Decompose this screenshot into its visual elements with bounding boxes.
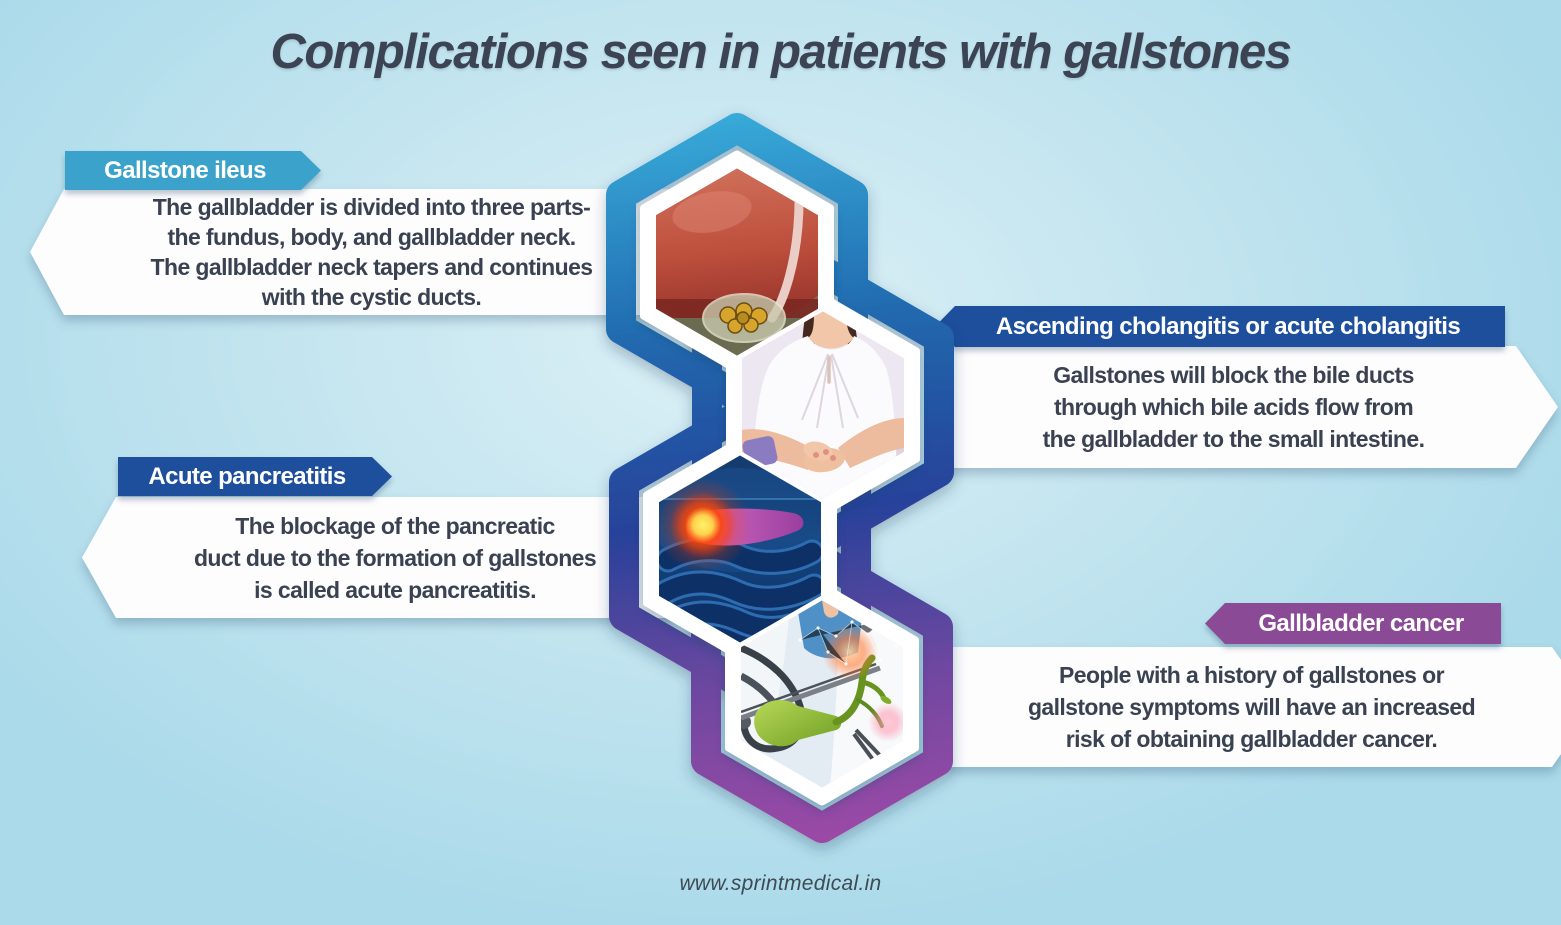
callout-text-line: People with a history of gallstones or: [1059, 662, 1444, 688]
label-ribbon: Ascending cholangitis or acute cholangit…: [935, 306, 1505, 347]
callout-gallbladder-cancer-label: Gallbladder cancer: [1205, 603, 1501, 644]
label-ribbon: Acute pancreatitis: [118, 457, 392, 496]
callout-gallbladder-cancer-box: People with a history of gallstones or g…: [945, 647, 1530, 767]
callout-gallstone-ileus-label: Gallstone ileus: [65, 151, 305, 190]
callout-text-line: with the cystic ducts.: [261, 284, 482, 310]
callout-gallstone-ileus-box: The gallbladder is divided into three pa…: [30, 189, 679, 315]
gallbladder-medical-illustration: [741, 600, 903, 788]
callout-text-line: The gallbladder neck tapers and continue…: [150, 254, 594, 280]
label-ribbon: Gallbladder cancer: [1205, 603, 1501, 644]
hexagon-white-frames: [640, 150, 920, 806]
page-title: Complications seen in patients with gall…: [270, 25, 1292, 79]
callout-text-line: risk of obtaining gallbladder cancer.: [1065, 726, 1438, 752]
callout-text-line: duct due to the formation of gallstones: [193, 544, 597, 571]
callout-text-line: The gallbladder is divided into three pa…: [152, 194, 591, 220]
callout-acute-pancreatitis-box: The blockage of the pancreatic duct due …: [82, 497, 674, 618]
inflamed-pancreas-illustration: [659, 455, 821, 643]
callout-text-line: is called acute pancreatitis.: [254, 576, 536, 603]
website-url: www.sprintmedical.in: [679, 872, 882, 895]
callout-text-line: The blockage of the pancreatic: [235, 512, 555, 539]
callout-acute-pancreatitis-label: Acute pancreatitis: [118, 457, 376, 496]
callout-text-line: the fundus, body, and gallbladder neck.: [167, 224, 576, 250]
callout-ascending-cholangitis-box: Gallstones will block the bile ducts thr…: [945, 346, 1494, 468]
woman-abdominal-pain-photo: [742, 311, 904, 499]
callout-text-line: through which bile acids flow from: [1053, 394, 1414, 420]
callout-text-line: Gallstones will block the bile ducts: [1053, 362, 1414, 388]
label-ribbon: Gallstone ileus: [65, 151, 321, 190]
callout-ascending-cholangitis-label: Ascending cholangitis or acute cholangit…: [935, 306, 1505, 347]
callout-text-line: the gallbladder to the small intestine.: [1042, 426, 1425, 452]
callout-text-line: gallstone symptoms will have an increase…: [1027, 694, 1476, 720]
